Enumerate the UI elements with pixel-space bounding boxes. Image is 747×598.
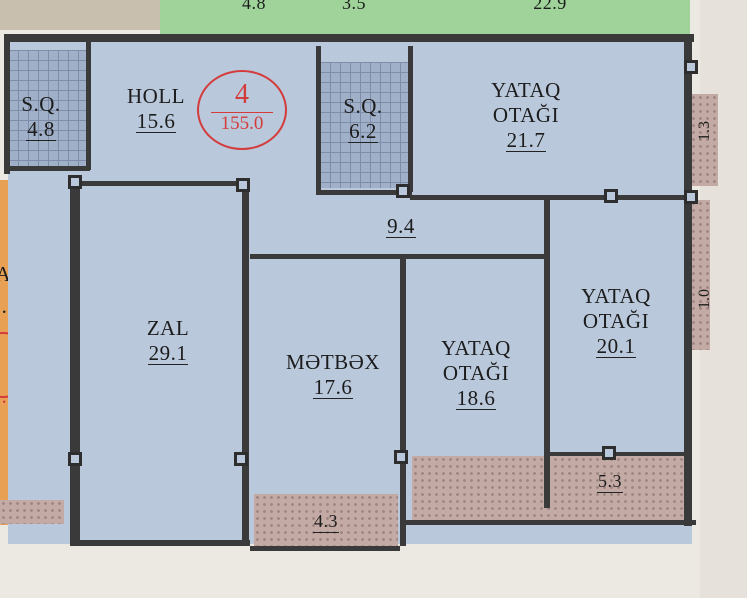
balcony-left	[254, 494, 398, 546]
room-name-line2: OTAĞI	[442, 361, 510, 385]
wall-holl-bottom	[78, 181, 250, 186]
room-name-line2: OTAĞI	[582, 309, 650, 333]
room-name: S.Q.	[21, 92, 61, 116]
balcony-side-mid-label: 1.0	[696, 289, 713, 309]
balcony-side-mid	[690, 200, 710, 350]
column	[684, 60, 698, 74]
column	[234, 452, 248, 466]
neighbor-top-unit	[160, 0, 690, 34]
apartment-badge: 4 155.0	[197, 70, 287, 150]
balcony-right	[412, 456, 692, 522]
neighbor-top-area-c: 22.9	[533, 0, 567, 13]
wall-bath-center-right	[408, 46, 413, 192]
room-name: MƏTBƏX	[285, 350, 380, 374]
room-area: 9.4	[386, 214, 416, 238]
wall-yataq-right-bottom	[548, 452, 688, 456]
room-name-line2: OTAĞI	[492, 103, 560, 127]
room-area: 15.6	[135, 109, 177, 133]
wall-zal-right	[242, 182, 249, 540]
wall-kitchen-top	[250, 254, 548, 259]
room-yataq-top: YATAQ OTAĞI 21.7	[476, 78, 576, 153]
wall-yataq-top-bottom	[410, 195, 692, 200]
room-area: 29.1	[147, 341, 189, 365]
room-name: ZAL	[146, 316, 190, 340]
apartment-total-area: 155.0	[211, 112, 273, 135]
column	[602, 446, 616, 460]
room-name-line1: YATAQ	[581, 284, 651, 308]
column	[394, 450, 408, 464]
balcony-right-label: 5.3	[586, 470, 634, 493]
room-name: S.Q.	[343, 94, 383, 118]
neighbor-top-area-b: 3.5	[342, 0, 366, 13]
room-area: 17.6	[312, 375, 354, 399]
apartment-number: 4	[235, 79, 249, 110]
room-yataq-mid: YATAQ OTAĞI 18.6	[426, 336, 526, 411]
room-zal: ZAL 29.1	[128, 316, 208, 366]
room-area: 4.8	[26, 117, 56, 141]
room-name-line1: YATAQ	[441, 336, 511, 360]
room-metbex: MƏTBƏX 17.6	[270, 350, 396, 400]
room-yataq-right: YATAQ OTAĞI 20.1	[566, 284, 666, 359]
room-area: 21.7	[505, 128, 547, 152]
column	[68, 452, 82, 466]
room-area: 20.1	[595, 334, 637, 358]
room-sq-left: S.Q. 4.8	[12, 92, 70, 142]
room-name: HOLL	[127, 84, 185, 108]
room-corridor: 9.4	[376, 214, 426, 239]
wall-yataq-mid-right	[544, 198, 550, 508]
room-name-line1: YATAQ	[491, 78, 561, 102]
room-sq-center: S.Q. 6.2	[334, 94, 392, 144]
wall-bath-center-bottom	[316, 190, 412, 195]
column	[684, 190, 698, 204]
wall-bath-left-right	[86, 40, 91, 170]
bathroom-left	[8, 50, 88, 168]
room-area: 5.3	[597, 471, 623, 493]
wall-kitchen-right	[400, 256, 406, 546]
column	[68, 175, 82, 189]
column	[396, 184, 410, 198]
balcony-side-top	[690, 94, 718, 186]
room-area: 6.2	[348, 119, 378, 143]
wall-bath-left-bottom	[8, 166, 90, 171]
room-area: 4.3	[313, 511, 339, 533]
room-area: 18.6	[455, 386, 497, 410]
wall-bottom	[70, 540, 250, 546]
neighbor-top-area-a: 4.8	[242, 0, 266, 13]
wall-bath-center-left	[316, 46, 321, 192]
column	[604, 189, 618, 203]
wall-left	[70, 180, 80, 540]
wall-balcony-right-bottom	[406, 520, 696, 525]
wall-top	[8, 34, 694, 42]
room-holl: HOLL 15.6	[118, 84, 194, 134]
balcony-left-label: 4.3	[302, 510, 350, 533]
wall-right	[684, 36, 692, 526]
column	[236, 178, 250, 192]
bathroom-center	[320, 62, 410, 188]
neighbor-top-left-strip	[0, 0, 160, 30]
wall-left-upper	[4, 34, 10, 174]
balcony-left-edge	[0, 500, 64, 524]
balcony-side-top-label: 1.3	[696, 121, 713, 141]
wall-balcony-bottom	[250, 546, 400, 551]
